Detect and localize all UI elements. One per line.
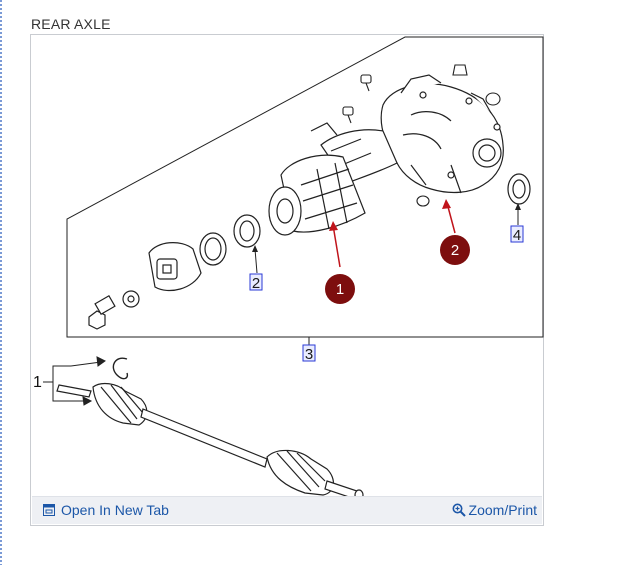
ref-2-link[interactable]: 2 bbox=[252, 275, 260, 292]
open-tab-icon bbox=[43, 504, 55, 516]
rear-axle-diagram: 1 2 2 4 3 1 bbox=[33, 36, 544, 497]
callout-1-badge bbox=[325, 274, 355, 304]
zoom-icon bbox=[452, 503, 466, 517]
pinion-seal bbox=[233, 214, 261, 248]
differential-housing bbox=[380, 74, 504, 194]
right-oil-seal bbox=[507, 173, 531, 205]
exploded-view-frame bbox=[66, 36, 544, 338]
drive-shaft bbox=[56, 382, 364, 497]
zoom-print-label: Zoom/Print bbox=[468, 502, 537, 518]
section-title: REAR AXLE bbox=[31, 16, 111, 32]
shaft-label: 1 bbox=[33, 374, 42, 391]
ref-3-box[interactable] bbox=[302, 344, 316, 362]
zoom-print-button[interactable]: Zoom/Print bbox=[452, 502, 537, 518]
ref-4-link[interactable]: 4 bbox=[513, 227, 521, 244]
diagram-panel: 1 2 2 4 3 1 bbox=[30, 34, 544, 526]
circlip bbox=[112, 357, 129, 380]
page-left-border bbox=[0, 0, 2, 565]
housing-plugs bbox=[342, 64, 501, 207]
open-in-new-tab-button[interactable]: Open In New Tab bbox=[43, 502, 169, 518]
open-in-new-tab-label: Open In New Tab bbox=[61, 502, 169, 518]
callout-1-arrow bbox=[329, 221, 338, 231]
washer bbox=[122, 290, 140, 308]
ref-4-box[interactable] bbox=[510, 225, 524, 243]
flange-bolt bbox=[88, 294, 116, 330]
ref-3-link[interactable]: 3 bbox=[305, 346, 313, 363]
callout-1-leader bbox=[332, 224, 341, 268]
pinion-nose bbox=[268, 154, 366, 236]
companion-flange bbox=[199, 232, 227, 266]
ref-2-box[interactable] bbox=[249, 273, 263, 291]
callout-1-number: 1 bbox=[336, 281, 344, 298]
callout-2-number: 2 bbox=[451, 242, 459, 259]
callout-2-badge bbox=[440, 235, 470, 265]
callout-2-arrow bbox=[442, 199, 451, 209]
diagram-toolbar: Open In New Tab Zoom/Print bbox=[32, 496, 542, 524]
shaft-bracket bbox=[43, 356, 106, 406]
flange-yoke bbox=[148, 242, 202, 292]
